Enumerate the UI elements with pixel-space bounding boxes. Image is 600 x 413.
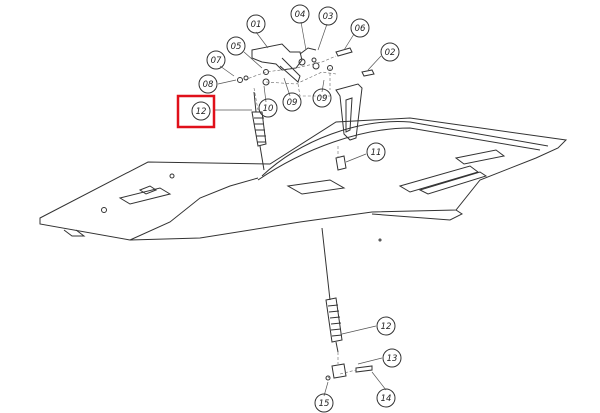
callout-07: 07: [206, 50, 226, 70]
callout-label: 12: [381, 322, 392, 332]
callout-15: 15: [314, 393, 334, 413]
callout-06: 06: [350, 18, 370, 38]
callout-label: 05: [231, 42, 242, 52]
callout-10: 10: [258, 98, 278, 118]
callout-label: 06: [355, 24, 366, 34]
floor-plate: [39, 117, 568, 242]
upper-cable: [251, 91, 267, 171]
callout-12b: 12: [376, 316, 396, 336]
callout-label: 12: [196, 107, 207, 117]
callout-09a: 09: [282, 92, 302, 112]
callout-label: 03: [323, 12, 334, 22]
callout-label: 09: [317, 94, 328, 104]
callout-14: 14: [376, 388, 396, 408]
callout-label: 01: [251, 20, 262, 30]
callout-04: 04: [290, 4, 310, 24]
callout-01: 01: [246, 14, 266, 34]
leader-lines: [214, 21, 387, 397]
callout-label: 09: [287, 98, 298, 108]
callout-label: 13: [387, 354, 398, 364]
callout-label: 15: [319, 399, 330, 409]
lower-cable: [321, 227, 343, 353]
assembly-lines: [243, 55, 357, 379]
callout-13: 13: [382, 348, 402, 368]
callout-label: 07: [211, 56, 222, 66]
bracket: [335, 69, 375, 141]
callout-03: 03: [318, 6, 338, 26]
callout-label: 14: [381, 394, 392, 404]
callout-09b: 09: [312, 88, 332, 108]
highlight-box: [176, 94, 216, 129]
callout-08: 08: [198, 74, 218, 94]
lever-assembly: [251, 43, 320, 83]
callout-label: 02: [385, 48, 396, 58]
callout-label: 08: [203, 80, 214, 90]
callout-12-highlighted: 12: [176, 94, 216, 129]
fasteners: [237, 47, 373, 381]
callout-02: 02: [380, 42, 400, 62]
callout-11: 11: [366, 142, 386, 162]
callout-label: 11: [371, 148, 382, 158]
callout-label: 10: [263, 104, 274, 114]
callout-label: 04: [295, 10, 306, 20]
callout-05: 05: [226, 36, 246, 56]
